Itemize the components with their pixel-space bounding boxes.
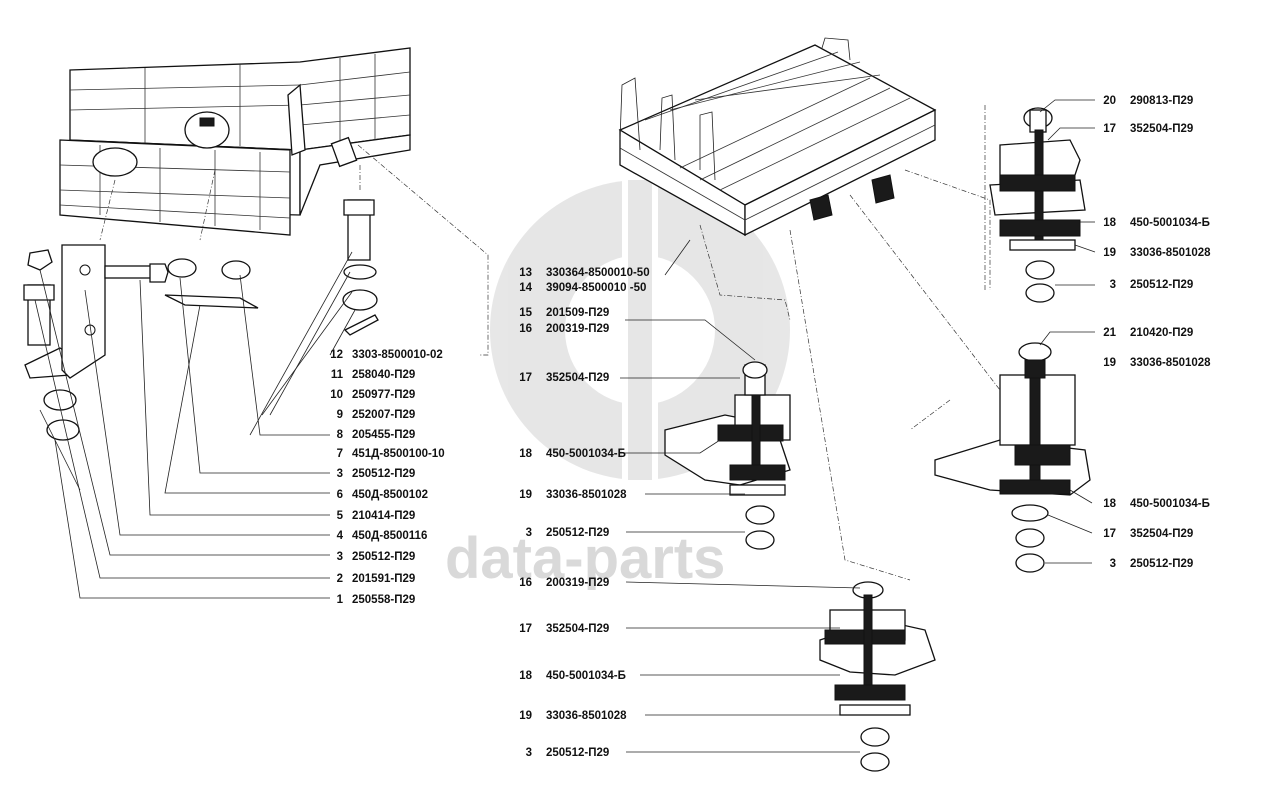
callout-num-11: 11 bbox=[331, 369, 344, 381]
callout-code-7: 451Д-8500100-10 bbox=[352, 448, 445, 460]
callout-num-20: 20 bbox=[1103, 95, 1116, 107]
callout-num-21: 21 bbox=[1103, 327, 1116, 339]
callout-code-18c: 450-5001034-Б bbox=[1130, 217, 1210, 229]
callout-num-17a: 17 bbox=[519, 372, 532, 384]
callout-num-14: 14 bbox=[519, 282, 532, 294]
callout-num-2: 2 bbox=[337, 573, 343, 585]
callout-num-18c: 18 bbox=[1103, 217, 1116, 229]
bottom-bracket-assembly bbox=[819, 581, 936, 772]
callout-num-15: 15 bbox=[519, 307, 532, 319]
callout-code-13: 330364-8500010-50 bbox=[546, 267, 650, 279]
assembly-axis-lines bbox=[99, 105, 1001, 581]
callout-code-3c: 250512-П29 bbox=[546, 527, 609, 539]
callout-num-3e: 3 bbox=[1110, 279, 1116, 291]
callout-code-15: 201509-П29 bbox=[546, 307, 609, 319]
callout-num-3c: 3 bbox=[526, 527, 532, 539]
callout-code-17b: 352504-П29 bbox=[546, 623, 609, 635]
callout-code-21: 210420-П29 bbox=[1130, 327, 1193, 339]
callout-num-3b: 3 bbox=[337, 551, 343, 563]
callout-code-8: 205455-П29 bbox=[352, 429, 415, 441]
callout-num-16b: 16 bbox=[519, 577, 532, 589]
callout-num-16a: 16 bbox=[519, 323, 532, 335]
callout-code-19a: 33036-8501028 bbox=[546, 489, 627, 501]
watermark-text: data-parts bbox=[445, 526, 725, 591]
callout-code-3a: 250512-П29 bbox=[352, 468, 415, 480]
callout-code-2: 201591-П29 bbox=[352, 573, 415, 585]
callout-labels: 12 3303-8500010-02 11 258040-П29 10 2509… bbox=[330, 95, 1211, 759]
left-exploded-parts bbox=[23, 199, 379, 473]
callout-code-17c: 352504-П29 bbox=[1130, 123, 1193, 135]
callout-num-3f: 3 bbox=[1110, 558, 1116, 570]
callout-num-4: 4 bbox=[337, 530, 344, 542]
left-truck-body-illustration bbox=[59, 47, 411, 236]
callout-num-7: 7 bbox=[337, 448, 343, 460]
nut-icon bbox=[27, 249, 53, 271]
callout-code-19c: 33036-8501028 bbox=[1130, 247, 1211, 259]
top-right-bracket-assembly bbox=[989, 107, 1086, 303]
callout-num-19b: 19 bbox=[519, 710, 532, 722]
callout-num-12: 12 bbox=[330, 349, 343, 361]
right-bracket-assembly bbox=[934, 342, 1091, 573]
callout-num-19c: 19 bbox=[1103, 247, 1116, 259]
callout-code-6: 450Д-8500102 bbox=[352, 489, 428, 501]
callout-num-10: 10 bbox=[330, 389, 343, 401]
callout-code-9: 252007-П29 bbox=[352, 409, 415, 421]
callout-code-14: 39094-8500010 -50 bbox=[546, 282, 646, 294]
callout-code-17d: 352504-П29 bbox=[1130, 528, 1193, 540]
callout-num-6: 6 bbox=[337, 489, 343, 501]
callout-code-16a: 200319-П29 bbox=[546, 323, 609, 335]
callout-num-13: 13 bbox=[519, 267, 532, 279]
callout-code-3d: 250512-П29 bbox=[546, 747, 609, 759]
callout-num-3d: 3 bbox=[526, 747, 532, 759]
callout-code-19d: 33036-8501028 bbox=[1130, 357, 1211, 369]
right-truck-body-illustration bbox=[618, 37, 937, 237]
callout-code-19b: 33036-8501028 bbox=[546, 710, 627, 722]
callout-num-8: 8 bbox=[337, 429, 344, 441]
callout-num-19d: 19 bbox=[1103, 357, 1116, 369]
callout-num-18d: 18 bbox=[1103, 498, 1116, 510]
callout-num-18b: 18 bbox=[519, 670, 532, 682]
callout-code-3e: 250512-П29 bbox=[1130, 279, 1193, 291]
leader-lines bbox=[34, 99, 1096, 753]
callout-code-5: 210414-П29 bbox=[352, 510, 415, 522]
callout-code-18d: 450-5001034-Б bbox=[1130, 498, 1210, 510]
callout-code-17a: 352504-П29 bbox=[546, 372, 609, 384]
callout-num-1: 1 bbox=[337, 594, 344, 606]
callout-num-17c: 17 bbox=[1103, 123, 1116, 135]
callout-num-3a: 3 bbox=[337, 468, 343, 480]
callout-code-11: 258040-П29 bbox=[352, 369, 415, 381]
callout-code-10: 250977-П29 bbox=[352, 389, 415, 401]
callout-num-9: 9 bbox=[337, 409, 343, 421]
watermark-logo bbox=[490, 180, 790, 480]
center-bracket-assembly bbox=[664, 361, 791, 550]
callout-code-12: 3303-8500010-02 bbox=[352, 349, 443, 361]
callout-num-17b: 17 bbox=[519, 623, 532, 635]
callout-num-5: 5 bbox=[337, 510, 344, 522]
callout-code-20: 290813-П29 bbox=[1130, 95, 1193, 107]
callout-code-3f: 250512-П29 bbox=[1130, 558, 1193, 570]
callout-num-19a: 19 bbox=[519, 489, 532, 501]
callout-code-1: 250558-П29 bbox=[352, 594, 415, 606]
callout-code-16b: 200319-П29 bbox=[546, 577, 609, 589]
callout-code-18b: 450-5001034-Б bbox=[546, 670, 626, 682]
callout-code-4: 450Д-8500116 bbox=[352, 530, 427, 542]
callout-num-17d: 17 bbox=[1103, 528, 1116, 540]
callout-code-18a: 450-5001034-Б bbox=[546, 448, 626, 460]
callout-code-3b: 250512-П29 bbox=[352, 551, 415, 563]
callout-num-18a: 18 bbox=[519, 448, 532, 460]
